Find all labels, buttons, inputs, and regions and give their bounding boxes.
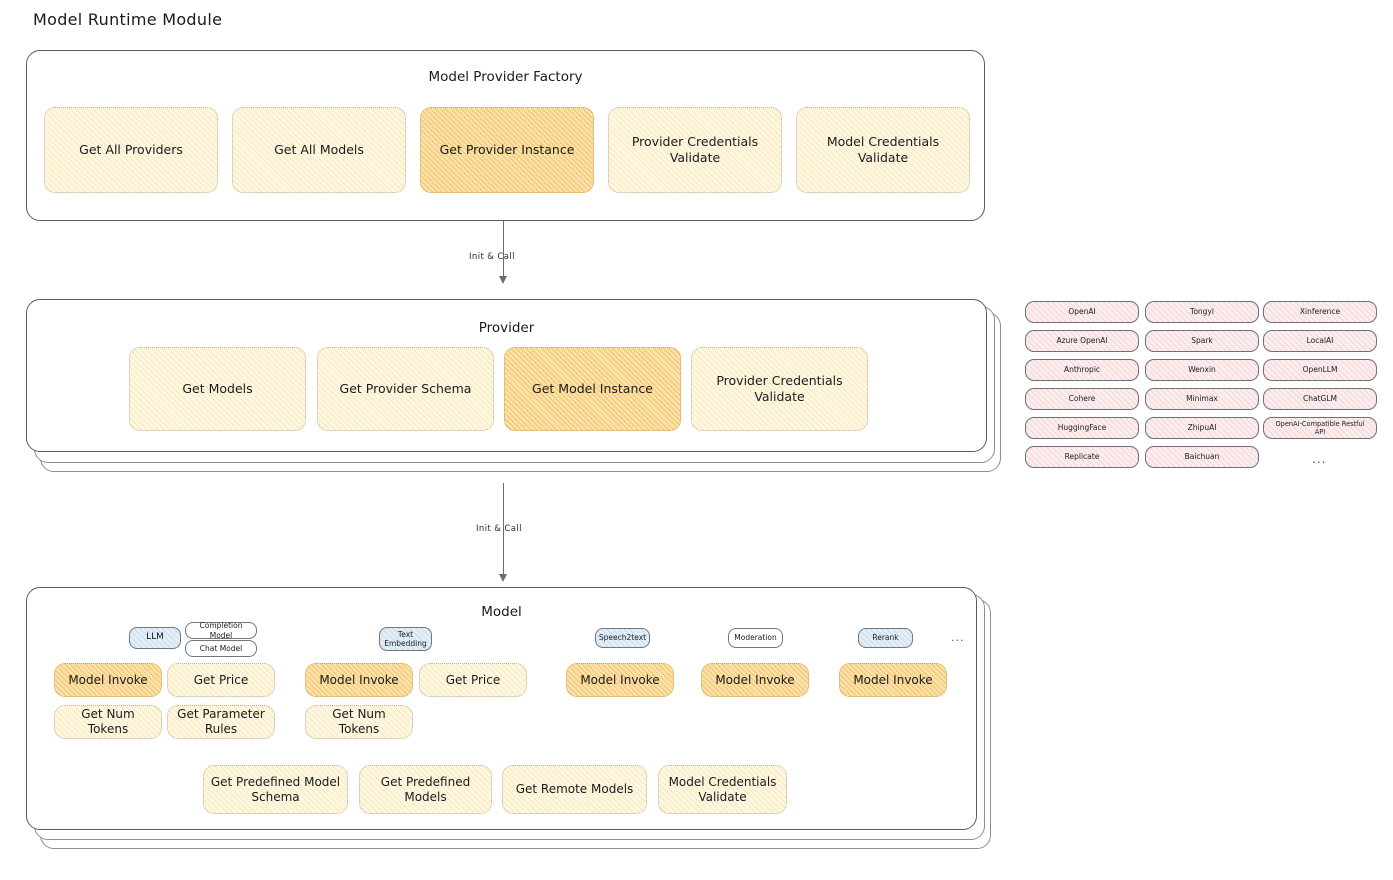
model-type-badge-text-embedding[interactable]: Text Embedding (379, 627, 432, 651)
factory-node-provider-credentials-validate[interactable]: Provider Credentials Validate (608, 107, 782, 193)
model-method-llm-get-parameter-rules[interactable]: Get Parameter Rules (167, 705, 275, 739)
provider-chip-openai[interactable]: OpenAI (1025, 301, 1139, 323)
factory-node-get-all-providers[interactable]: Get All Providers (44, 107, 218, 193)
provider-chip-wenxin[interactable]: Wenxin (1145, 359, 1259, 381)
model-method-text-embedding-model-invoke[interactable]: Model Invoke (305, 663, 413, 697)
provider-chip-zhipuai[interactable]: ZhipuAI (1145, 417, 1259, 439)
model-method-speech2text-model-invoke[interactable]: Model Invoke (566, 663, 674, 697)
provider-chip-tongyi[interactable]: Tongyi (1145, 301, 1259, 323)
provider-chip-xinference[interactable]: Xinference (1263, 301, 1377, 323)
provider-chip-localai[interactable]: LocalAI (1263, 330, 1377, 352)
model-provider-factory-title: Model Provider Factory (428, 69, 583, 85)
factory-node-get-provider-instance[interactable]: Get Provider Instance (420, 107, 594, 193)
provider-node-get-models[interactable]: Get Models (129, 347, 306, 431)
arrow-provider-to-model-label: Init & Call (476, 524, 522, 534)
provider-node-get-model-instance[interactable]: Get Model Instance (504, 347, 681, 431)
model-type-badge-moderation[interactable]: Moderation (728, 628, 783, 648)
provider-chip-openai-compatible-restful-api[interactable]: OpenAI-Compatible Restful API (1263, 417, 1377, 439)
model-shared-method-get-predefined-model-schema[interactable]: Get Predefined Model Schema (203, 765, 348, 814)
model-method-rerank-model-invoke[interactable]: Model Invoke (839, 663, 947, 697)
provider-list-ellipsis: ... (1312, 452, 1327, 466)
model-shared-method-get-predefined-models[interactable]: Get Predefined Models (359, 765, 492, 814)
provider-node-get-provider-schema[interactable]: Get Provider Schema (317, 347, 494, 431)
arrow-provider-to-model-head (498, 574, 507, 582)
page-title: Model Runtime Module (33, 10, 223, 29)
provider-chip-azure-openai[interactable]: Azure OpenAI (1025, 330, 1139, 352)
provider-chip-spark[interactable]: Spark (1145, 330, 1259, 352)
provider-chip-cohere[interactable]: Cohere (1025, 388, 1139, 410)
provider-chip-minimax[interactable]: Minimax (1145, 388, 1259, 410)
provider-chip-huggingface[interactable]: HuggingFace (1025, 417, 1139, 439)
arrow-provider-to-model-line (503, 483, 504, 578)
model-type-subbadge-chat-model[interactable]: Chat Model (185, 640, 257, 657)
model-type-badge-speech2text[interactable]: Speech2text (595, 628, 650, 648)
provider-node-provider-credentials-validate[interactable]: Provider Credentials Validate (691, 347, 868, 431)
model-method-text-embedding-get-num-tokens[interactable]: Get Num Tokens (305, 705, 413, 739)
provider-chip-baichuan[interactable]: Baichuan (1145, 446, 1259, 468)
arrow-factory-to-provider-label: Init & Call (469, 252, 515, 262)
provider-title: Provider (478, 320, 535, 336)
provider-chip-openllm[interactable]: OpenLLM (1263, 359, 1377, 381)
model-method-text-embedding-get-price[interactable]: Get Price (419, 663, 527, 697)
provider-chip-chatglm[interactable]: ChatGLM (1263, 388, 1377, 410)
provider-chip-anthropic[interactable]: Anthropic (1025, 359, 1139, 381)
arrow-factory-to-provider-head (498, 276, 507, 284)
provider-chip-replicate[interactable]: Replicate (1025, 446, 1139, 468)
model-type-badge-llm[interactable]: LLM (129, 627, 181, 649)
model-shared-method-model-credentials-validate[interactable]: Model Credentials Validate (658, 765, 787, 814)
model-type-subbadge-completion-model[interactable]: Completion Model (185, 621, 257, 640)
arrow-factory-to-provider-line (503, 221, 504, 279)
model-shared-method-get-remote-models[interactable]: Get Remote Models (502, 765, 647, 814)
factory-node-model-credentials-validate[interactable]: Model Credentials Validate (796, 107, 970, 193)
model-types-ellipsis: ... (951, 631, 965, 644)
model-method-moderation-model-invoke[interactable]: Model Invoke (701, 663, 809, 697)
model-type-badge-rerank[interactable]: Rerank (858, 628, 913, 648)
model-method-llm-get-num-tokens[interactable]: Get Num Tokens (54, 705, 162, 739)
model-method-llm-get-price[interactable]: Get Price (167, 663, 275, 697)
model-title: Model (481, 604, 522, 620)
model-method-llm-model-invoke[interactable]: Model Invoke (54, 663, 162, 697)
factory-node-get-all-models[interactable]: Get All Models (232, 107, 406, 193)
